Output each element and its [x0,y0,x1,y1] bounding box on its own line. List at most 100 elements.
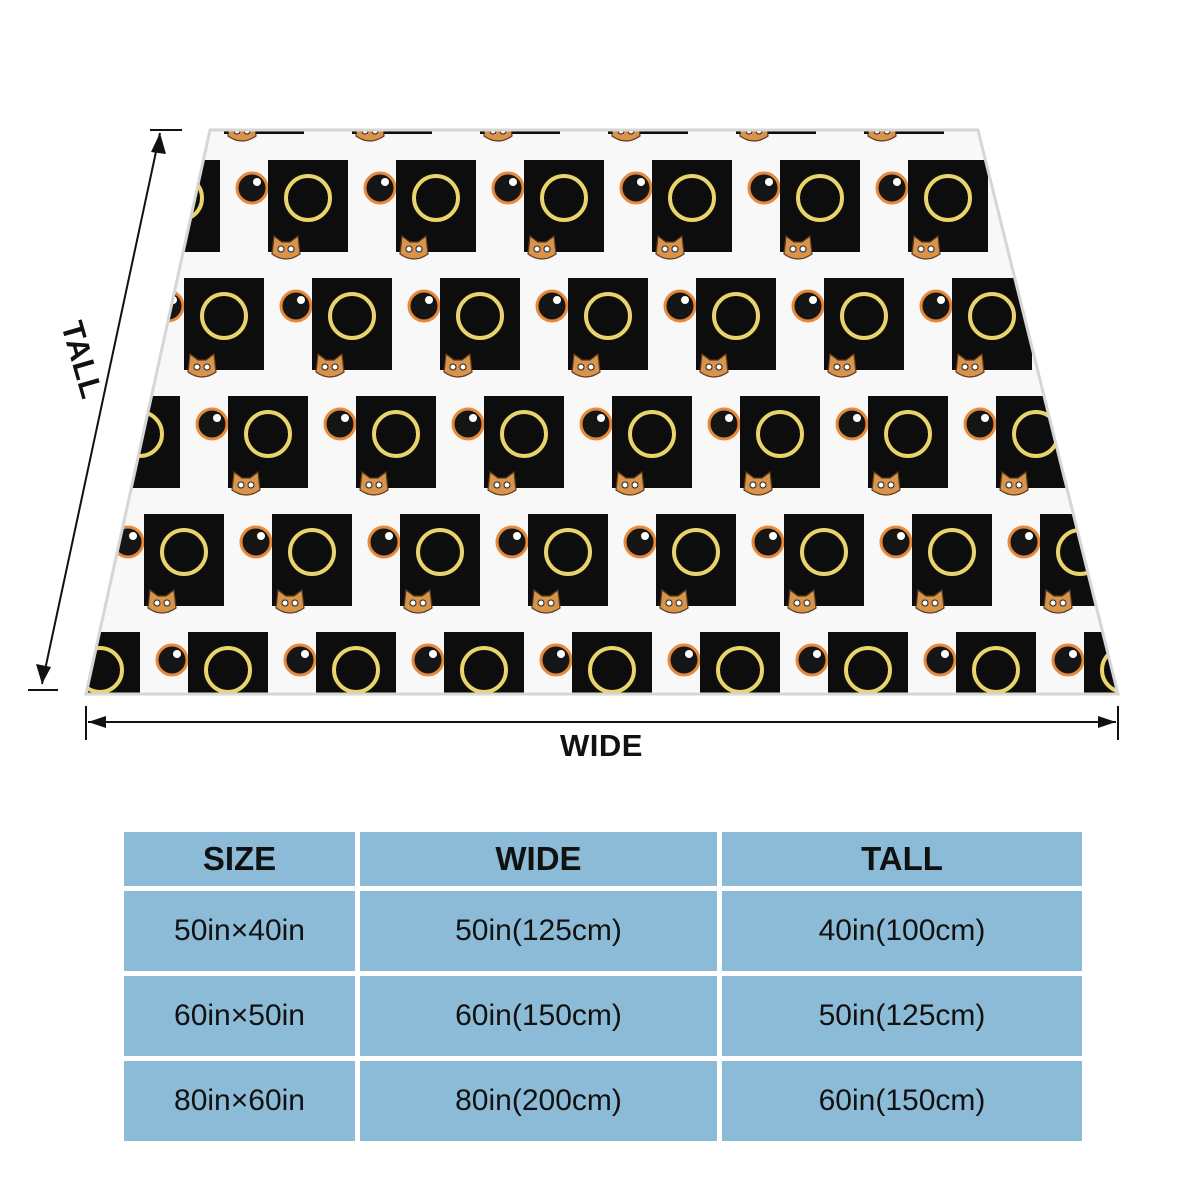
pattern-black-tile [1164,160,1200,252]
cat-eye-icon [971,363,979,371]
cat-head-icon [999,470,1029,496]
pattern-black-tile [444,632,524,694]
cat-eye-icon [365,481,373,489]
yellow-ring-icon [1052,174,1100,222]
cat-eye-icon [1011,130,1019,135]
cat-eye-icon [547,599,555,607]
eye-shape-icon [795,643,829,677]
cat-eye-icon [759,481,767,489]
cat-head-icon [0,472,4,495]
eye-shape-icon [491,171,525,205]
pattern-black-tile [872,750,952,800]
yellow-ring-icon [1182,176,1200,220]
yellow-ring-icon [506,766,550,800]
cat-head-icon [227,130,257,142]
size-cell: 80in×60in [124,1061,355,1141]
eye-shape-icon [707,407,741,441]
cat-eye-icon [277,245,285,253]
cat-eye-icon [1001,130,1009,135]
cat-eye-icon [1188,600,1194,606]
yellow-ring-icon [0,766,38,800]
eye-shape-icon [1177,291,1200,321]
pattern-black-tile [484,396,564,488]
cat-eye-icon [877,481,885,489]
yellow-ring-icon [584,292,632,340]
eye-shape-icon [321,55,351,85]
yellow-ring-icon [884,410,932,458]
tall-cell: 60in(150cm) [722,1061,1082,1141]
cat-eye-icon [281,599,289,607]
blanket-dimension-figure [0,55,1200,800]
eye-highlight-icon [725,414,733,422]
pattern-black-tile [272,514,352,606]
yellow-ring-icon [372,410,420,458]
cat-head-icon [704,708,732,731]
eye-highlight-icon [209,60,217,68]
cat-eye-icon [26,600,32,606]
yellow-ring-icon [754,58,798,102]
eye-shape-icon [833,55,863,85]
cat-head-icon [739,130,769,142]
cat-head-icon [531,588,561,614]
pattern-black-tile [144,514,224,606]
yellow-ring-icon [34,530,78,574]
cat-eye-icon [1059,599,1067,607]
yellow-ring-icon [672,528,720,576]
cat-head-icon [483,130,513,142]
eye-shape-icon [539,643,573,677]
cat-eye-icon [665,599,673,607]
yellow-ring-icon [634,766,678,800]
tall-column-header: TALL [722,832,1082,886]
cat-eye-icon [459,363,467,371]
pattern-black-tile [824,278,904,370]
eye-shape-icon [239,525,273,559]
yellow-ring-icon [540,174,588,222]
wide-column-header: WIDE [360,832,717,886]
pattern-black-tile [232,750,312,800]
eye-shape-icon [363,171,397,205]
pattern-black-tile [696,278,776,370]
yellow-ring-icon [412,174,460,222]
yellow-ring-icon [712,292,760,340]
cat-eye-icon [793,599,801,607]
cat-head-icon [615,470,645,496]
cat-eye-icon [149,245,157,253]
cat-eye-icon [153,599,161,607]
cat-head-icon [527,234,557,260]
eye-highlight-icon [809,296,817,304]
eye-highlight-icon [721,60,729,68]
eye-shape-icon [747,171,781,205]
yellow-ring-icon [498,58,542,102]
eye-highlight-icon [977,60,985,68]
eye-shape-icon [329,763,359,793]
cat-head-icon [743,470,773,496]
cat-eye-icon [1134,482,1140,488]
eye-highlight-icon [601,768,609,776]
eye-shape-icon [835,407,869,441]
eye-highlight-icon [729,768,737,776]
eye-shape-icon [107,171,141,205]
eye-highlight-icon [897,532,905,540]
eye-shape-icon [969,763,999,793]
eye-highlight-icon [469,414,477,422]
cat-head-icon [443,352,473,378]
pattern-black-tile [1036,160,1116,252]
cat-head-icon [955,352,985,378]
cat-eye-icon [159,245,167,253]
yellow-ring-icon [204,646,252,694]
eye-highlight-icon [1069,650,1077,658]
cat-head-icon [832,708,860,731]
table-row: 60in×50in 60in(150cm) 50in(125cm) [124,976,1082,1056]
cat-eye-icon [917,245,925,253]
pattern-black-tile [312,278,392,370]
eye-highlight-icon [217,768,225,776]
blanket-product-image [0,55,1200,800]
yellow-ring-icon [1010,58,1054,102]
yellow-ring-icon [1100,646,1118,694]
cat-eye-icon [671,245,679,253]
eye-highlight-icon [1065,296,1073,304]
yellow-ring-icon [544,528,592,576]
eye-highlight-icon [985,768,993,776]
yellow-ring-icon [500,410,548,458]
eye-highlight-icon [1149,178,1157,186]
